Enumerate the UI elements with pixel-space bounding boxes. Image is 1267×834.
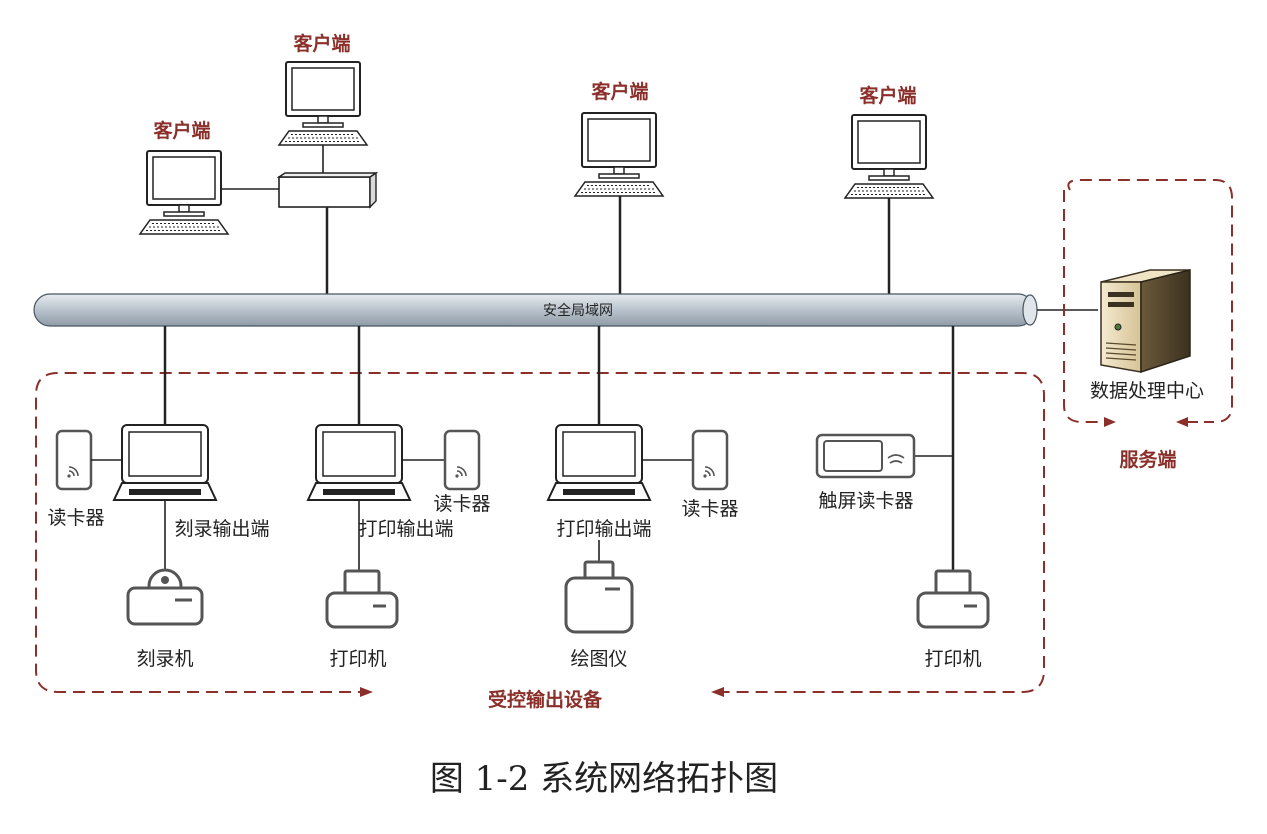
burner-icon xyxy=(126,568,204,626)
printer-label-2: 打印机 xyxy=(924,648,981,670)
client-label-1: 客户端 xyxy=(153,119,210,142)
switch-icon xyxy=(276,171,379,209)
touch-card-reader-label: 触屏读卡器 xyxy=(818,490,913,512)
card-reader-icon xyxy=(691,429,729,491)
laptop-icon xyxy=(307,424,411,501)
lan-label: 安全局域网 xyxy=(543,302,613,319)
print-terminal-label-2: 打印输出端 xyxy=(556,518,651,540)
laptop-icon xyxy=(547,424,651,501)
card-reader-icon xyxy=(443,429,481,491)
printer-icon xyxy=(916,569,990,629)
printer-label-1: 打印机 xyxy=(329,648,386,670)
figure-caption: 图 1-2 系统网络拓扑图 xyxy=(430,759,778,799)
client-label-4: 客户端 xyxy=(859,84,916,107)
server-group-label: 服务端 xyxy=(1119,448,1176,471)
card-reader-label-2: 读卡器 xyxy=(433,493,490,515)
print-terminal-label-1: 打印输出端 xyxy=(358,518,453,540)
burner-label: 刻录机 xyxy=(136,648,193,670)
printer-icon xyxy=(325,569,399,629)
controlled-group-label: 受控输出设备 xyxy=(488,688,603,711)
desktop-computer-icon xyxy=(844,114,934,199)
card-reader-label-3: 读卡器 xyxy=(681,498,738,520)
plotter-label: 绘图仪 xyxy=(570,648,627,670)
server-icon xyxy=(1100,269,1191,374)
plotter-icon xyxy=(564,560,634,634)
datacenter-label: 数据处理中心 xyxy=(1090,380,1204,402)
touch-card-reader-icon xyxy=(815,433,916,479)
laptop-icon xyxy=(113,424,217,501)
desktop-computer-icon xyxy=(574,112,664,197)
client-label-3: 客户端 xyxy=(591,80,648,103)
burn-terminal-label: 刻录输出端 xyxy=(174,518,269,540)
client-label-2: 客户端 xyxy=(293,32,350,55)
desktop-computer-icon xyxy=(139,150,229,235)
lan-bus xyxy=(33,293,1038,327)
desktop-computer-icon xyxy=(278,61,368,146)
card-reader-label-1: 读卡器 xyxy=(47,507,104,529)
card-reader-icon xyxy=(55,429,93,491)
